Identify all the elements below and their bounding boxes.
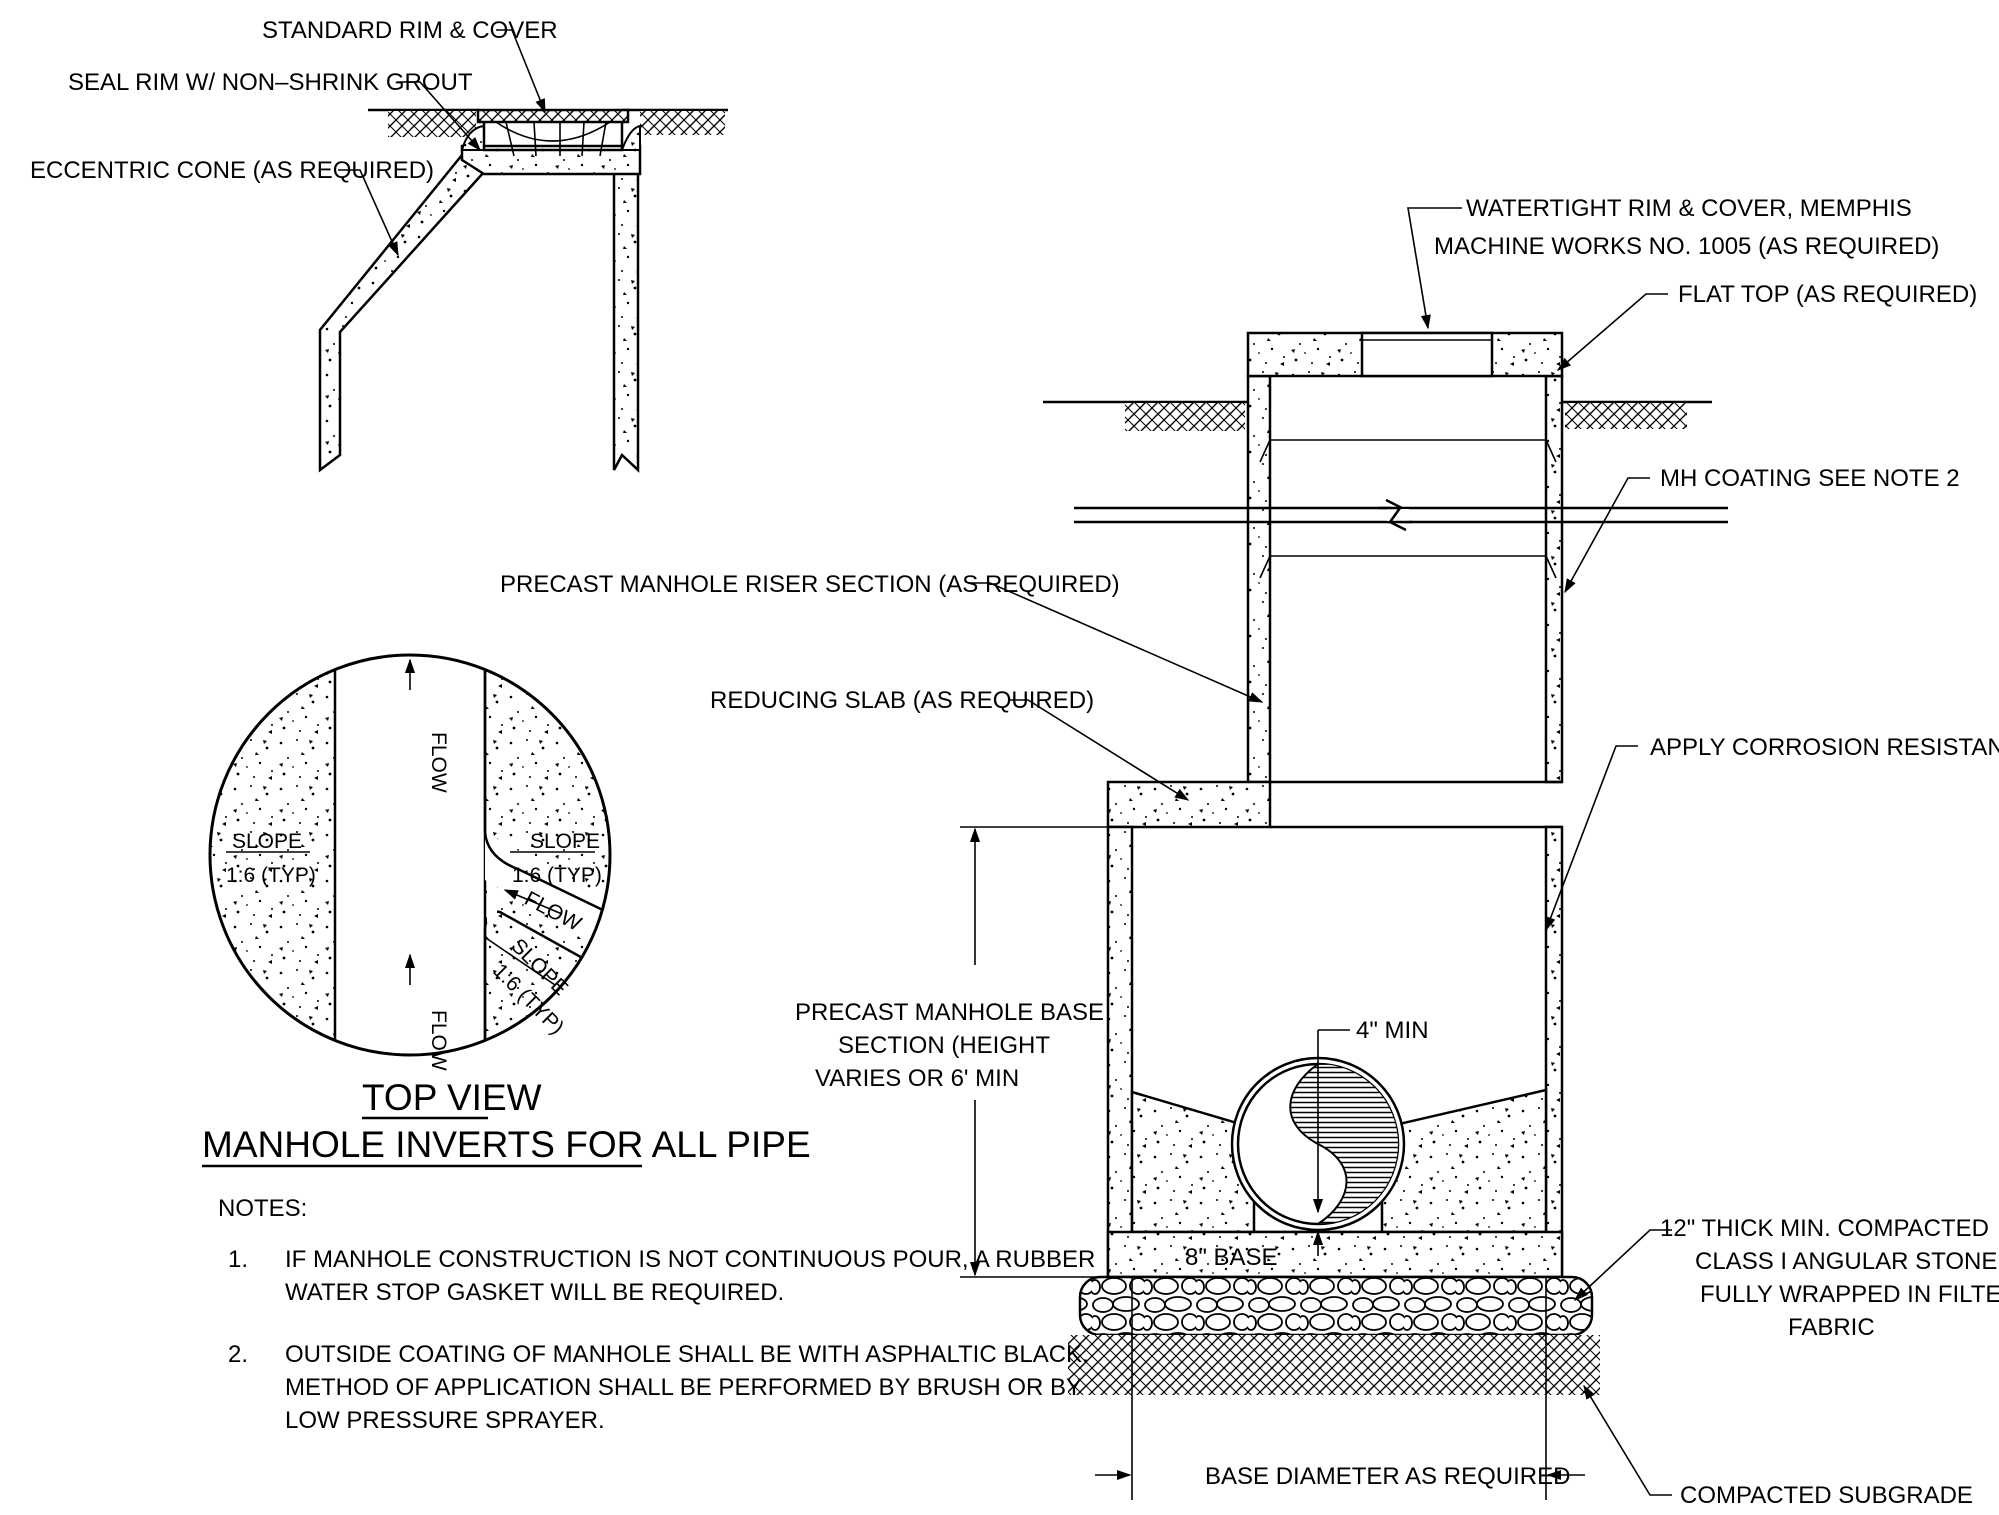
label-compacted-subgrade: COMPACTED SUBGRADE [1680, 1482, 1973, 1509]
leader-lines [338, 29, 1672, 1496]
label-corrosion-coating: APPLY CORROSION RESISTANT COATING [1650, 734, 1999, 761]
note-1-number: 1. [228, 1246, 248, 1273]
manhole-section [960, 331, 1728, 1500]
notes-heading: NOTES: [218, 1195, 307, 1222]
label-flow-bottom: FLOW [427, 1010, 450, 1071]
label-base-section-1: PRECAST MANHOLE BASE [795, 999, 1104, 1026]
label-mh-coating: MH COATING SEE NOTE 2 [1660, 465, 1960, 492]
note-1-line-2: WATER STOP GASKET WILL BE REQUIRED. [285, 1279, 784, 1306]
label-base-section-2: SECTION (HEIGHT [838, 1032, 1050, 1059]
eccentric-cone-detail [318, 108, 728, 473]
label-riser-section: PRECAST MANHOLE RISER SECTION (AS REQUIR… [500, 571, 1120, 598]
label-watertight-rim-2: MACHINE WORKS NO. 1005 (AS REQUIRED) [1434, 233, 1939, 260]
label-eccentric-cone: ECCENTRIC CONE (AS REQUIRED) [30, 157, 434, 184]
note-2-number: 2. [228, 1341, 248, 1368]
label-stone-2: CLASS I ANGULAR STONE, [1695, 1248, 1999, 1275]
label-reducing-slab: REDUCING SLAB (AS REQUIRED) [710, 687, 1094, 714]
label-base-diameter: BASE DIAMETER AS REQUIRED [1205, 1463, 1570, 1490]
label-slope-left: SLOPE [232, 830, 302, 853]
label-stone-1: 12" THICK MIN. COMPACTED [1660, 1215, 1989, 1242]
note-2-line-3: LOW PRESSURE SPRAYER. [285, 1407, 605, 1434]
label-four-min: 4" MIN [1356, 1017, 1429, 1044]
label-base-section-3: VARIES OR 6' MIN [815, 1065, 1019, 1092]
note-2-line-1: OUTSIDE COATING OF MANHOLE SHALL BE WITH… [285, 1341, 1089, 1368]
label-eight-base: 8" BASE [1185, 1244, 1278, 1271]
label-stone-4: FABRIC [1788, 1314, 1875, 1341]
label-slope-right: SLOPE [530, 830, 600, 853]
label-stone-3: FULLY WRAPPED IN FILTER [1700, 1281, 1999, 1308]
label-flat-top: FLAT TOP (AS REQUIRED) [1678, 281, 1977, 308]
label-flow-top: FLOW [427, 732, 450, 793]
label-watertight-rim-1: WATERTIGHT RIM & COVER, MEMPHIS [1466, 195, 1912, 222]
label-slope-ratio-right: 1:6 (TYP) [512, 864, 602, 887]
note-1-line-1: IF MANHOLE CONSTRUCTION IS NOT CONTINUOU… [285, 1246, 1095, 1273]
title-top-view: TOP VIEW [362, 1077, 542, 1118]
label-standard-rim-cover: STANDARD RIM & COVER [262, 17, 558, 44]
label-slope-ratio-left: 1:6 (TYP) [226, 864, 316, 887]
title-manhole-inverts: MANHOLE INVERTS FOR ALL PIPE [202, 1124, 811, 1165]
note-2-line-2: METHOD OF APPLICATION SHALL BE PERFORMED… [285, 1374, 1082, 1401]
label-seal-rim: SEAL RIM W/ NON–SHRINK GROUT [68, 69, 473, 96]
top-view-invert-circle [208, 653, 612, 1057]
